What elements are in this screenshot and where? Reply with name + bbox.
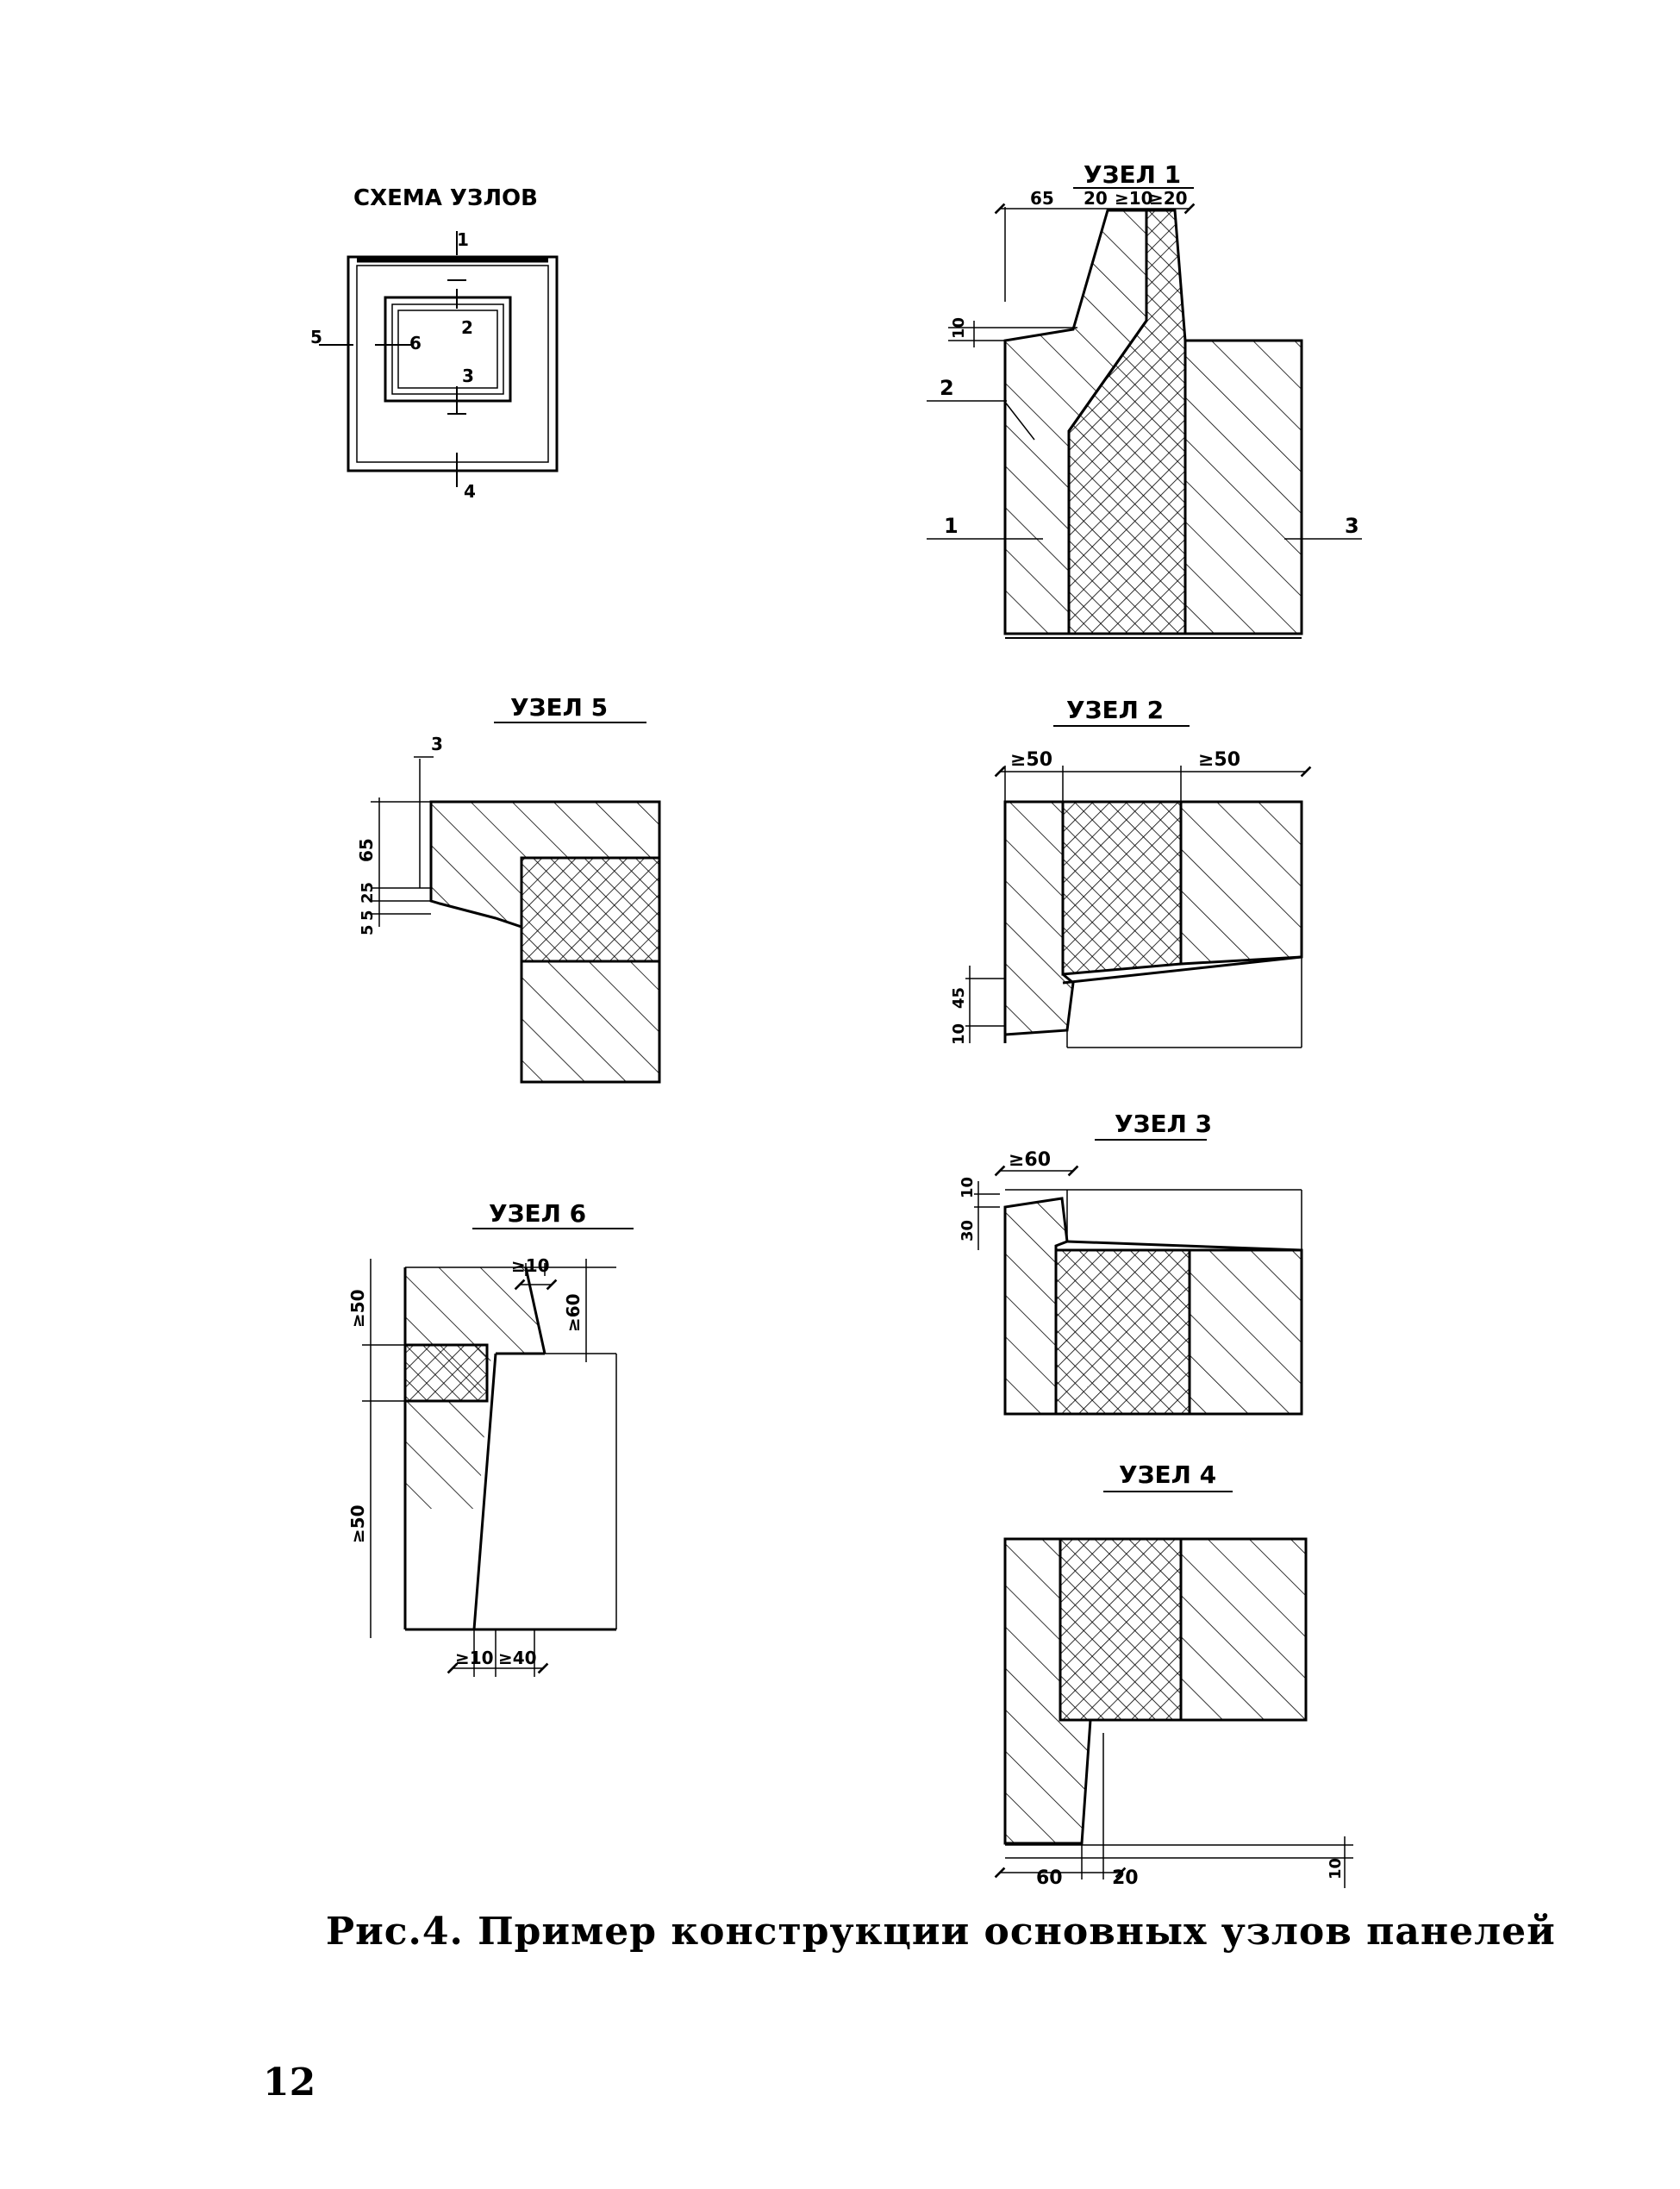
- node-3-dim-b: 10: [959, 1177, 977, 1198]
- node-5-dim-e: 5: [359, 924, 377, 935]
- node-6-dim-a: ≥10: [511, 1255, 550, 1276]
- node-6-dim-e: ≥10: [455, 1648, 494, 1668]
- node-2-title: УЗЕЛ 2: [1066, 696, 1164, 724]
- scheme-title: СХЕМА УЗЛОВ: [353, 185, 538, 211]
- node-1-callout-1: 1: [944, 514, 959, 538]
- node-1: УЗЕЛ 1 65 20 ≥10 ≥20 10 2 1 3: [927, 160, 1362, 639]
- node-5-dim-b: 65: [356, 838, 377, 862]
- node-3: УЗЕЛ 3 ≥60 10 30: [959, 1110, 1303, 1416]
- node-3-title: УЗЕЛ 3: [1115, 1110, 1212, 1138]
- node-5-title: УЗЕЛ 5: [510, 693, 608, 722]
- scheme-marker-6: 6: [409, 333, 422, 353]
- node-4-dim-a: 60: [1036, 1867, 1063, 1889]
- node-1-callout-3: 3: [1345, 514, 1359, 538]
- node-1-dim-a: 65: [1030, 188, 1054, 209]
- figure-caption: Рис.4. Пример конструкции основных узлов…: [326, 1910, 1556, 1954]
- node-1-dim-b: 20: [1084, 188, 1108, 209]
- node-4-title: УЗЕЛ 4: [1119, 1460, 1216, 1489]
- node-5: УЗЕЛ 5 3 65 25 5 5: [356, 693, 661, 1084]
- node-6-dim-d: ≥50: [347, 1504, 368, 1543]
- scheme-marker-5: 5: [310, 327, 322, 347]
- node-6-dim-b: ≥50: [347, 1289, 368, 1328]
- node-6-dim-c: ≥60: [563, 1293, 584, 1332]
- node-5-dim-c: 25: [359, 882, 377, 904]
- scheme-marker-1: 1: [457, 229, 469, 250]
- scheme-marker-4: 4: [464, 481, 476, 502]
- node-4-dim-c: 10: [1327, 1858, 1345, 1879]
- node-1-dim-e: 10: [950, 317, 968, 339]
- node-1-dim-c: ≥10: [1115, 188, 1153, 209]
- node-3-dim-a: ≥60: [1009, 1149, 1051, 1171]
- node-6-title: УЗЕЛ 6: [489, 1199, 586, 1228]
- node-6: УЗЕЛ 6 ≥10 ≥50 ≥50 ≥60 ≥10 ≥40: [347, 1199, 634, 1677]
- node-5-dim-d: 5: [359, 910, 377, 921]
- scheme-marker-2: 2: [461, 317, 473, 338]
- scheme-of-nodes: СХЕМА УЗЛОВ 1 2 3 4 5 6: [310, 185, 559, 502]
- node-1-dim-d: ≥20: [1149, 188, 1188, 209]
- node-2: УЗЕЛ 2 ≥50 ≥50 45 10: [950, 696, 1312, 1048]
- node-2-dim-a: ≥50: [1010, 749, 1052, 771]
- node-2-dim-b: ≥50: [1198, 749, 1240, 771]
- node-6-dim-f: ≥40: [498, 1648, 537, 1668]
- node-3-dim-c: 30: [959, 1220, 977, 1241]
- node-5-dim-a: 3: [431, 734, 443, 754]
- page-number: 12: [263, 2061, 316, 2105]
- node-4: УЗЕЛ 4 60 20 10: [994, 1460, 1353, 1889]
- node-2-dim-d: 10: [950, 1023, 968, 1045]
- node-2-dim-c: 45: [950, 987, 968, 1009]
- node-4-dim-b: 20: [1112, 1867, 1139, 1889]
- node-1-callout-2: 2: [940, 376, 954, 400]
- scheme-marker-3: 3: [462, 366, 474, 386]
- node-1-title: УЗЕЛ 1: [1084, 160, 1181, 189]
